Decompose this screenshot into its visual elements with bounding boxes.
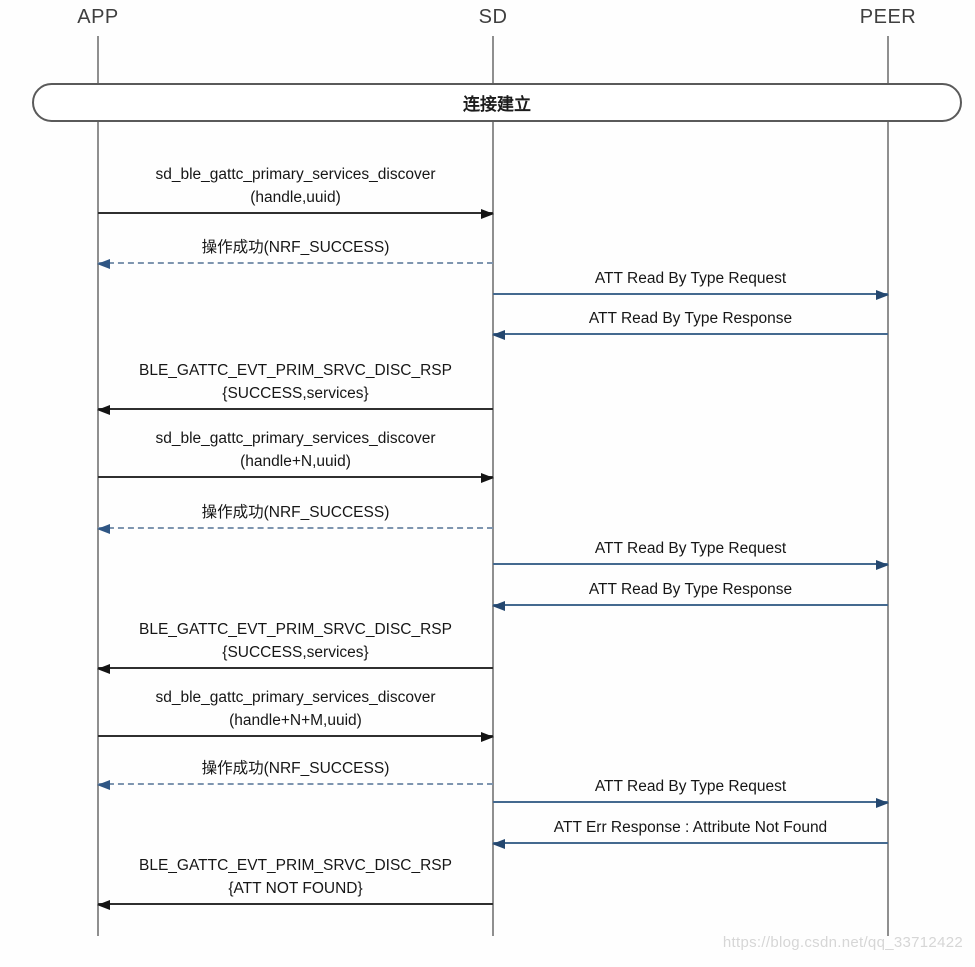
message-arrow [492, 601, 888, 611]
arrowhead-left-icon [492, 601, 505, 611]
message-arrow [98, 732, 494, 742]
message-label: 操作成功(NRF_SUCCESS) [201, 504, 390, 521]
connection-established-band: 连接建立 [32, 83, 962, 122]
arrowhead-left-icon [97, 780, 110, 790]
message-label: ATT Read By Type Request [594, 270, 787, 287]
message: sd_ble_gattc_primary_services_discover (… [98, 163, 494, 219]
message: ATT Err Response : Attribute Not Found [492, 816, 888, 849]
arrowhead-left-icon [97, 405, 110, 415]
arrowhead-right-icon [481, 473, 494, 483]
message-arrow [98, 209, 494, 219]
arrowhead-right-icon [876, 290, 889, 300]
lifeline-app [97, 36, 99, 936]
arrowhead-right-icon [876, 560, 889, 570]
message: BLE_GATTC_EVT_PRIM_SRVC_DISC_RSP {ATT NO… [97, 854, 493, 910]
message-arrow [97, 780, 493, 790]
message: ATT Read By Type Request [493, 267, 889, 300]
message: 操作成功(NRF_SUCCESS) [97, 757, 493, 790]
arrowhead-right-icon [876, 798, 889, 808]
message: BLE_GATTC_EVT_PRIM_SRVC_DISC_RSP {SUCCES… [97, 359, 493, 415]
message-label: BLE_GATTC_EVT_PRIM_SRVC_DISC_RSP {ATT NO… [139, 857, 452, 897]
message-arrow [97, 405, 493, 415]
participant-label-app: APP [77, 6, 119, 28]
message: BLE_GATTC_EVT_PRIM_SRVC_DISC_RSP {SUCCES… [97, 618, 493, 674]
arrowhead-left-icon [492, 330, 505, 340]
message-label: ATT Read By Type Response [588, 310, 793, 327]
message-arrow [493, 290, 889, 300]
lifeline-peer [887, 36, 889, 936]
participant-label-peer: PEER [859, 6, 917, 28]
message: ATT Read By Type Response [492, 307, 888, 340]
message-label: ATT Err Response : Attribute Not Found [553, 819, 828, 836]
message: sd_ble_gattc_primary_services_discover (… [98, 686, 494, 742]
message: 操作成功(NRF_SUCCESS) [97, 236, 493, 269]
message-label: 操作成功(NRF_SUCCESS) [201, 239, 390, 256]
csdn-watermark: https://blog.csdn.net/qq_33712422 [722, 934, 963, 951]
arrowhead-right-icon [481, 209, 494, 219]
arrowhead-left-icon [97, 524, 110, 534]
message: sd_ble_gattc_primary_services_discover (… [98, 427, 494, 483]
participant-label-sd: SD [478, 6, 508, 28]
message-label: ATT Read By Type Response [588, 581, 793, 598]
message-label: BLE_GATTC_EVT_PRIM_SRVC_DISC_RSP {SUCCES… [139, 362, 452, 402]
arrowhead-left-icon [97, 900, 110, 910]
message-arrow [97, 259, 493, 269]
message-label: sd_ble_gattc_primary_services_discover (… [155, 166, 436, 206]
lifeline-sd [492, 36, 494, 936]
message-arrow [493, 560, 889, 570]
message-label: 操作成功(NRF_SUCCESS) [201, 760, 390, 777]
message-label: BLE_GATTC_EVT_PRIM_SRVC_DISC_RSP {SUCCES… [139, 621, 452, 661]
message-arrow [493, 798, 889, 808]
message-label: ATT Read By Type Request [594, 540, 787, 557]
message-arrow [492, 330, 888, 340]
message-label: sd_ble_gattc_primary_services_discover (… [155, 689, 436, 729]
message-arrow [97, 900, 493, 910]
message-arrow [492, 839, 888, 849]
message: 操作成功(NRF_SUCCESS) [97, 501, 493, 534]
message-arrow [98, 473, 494, 483]
arrowhead-left-icon [492, 839, 505, 849]
message: ATT Read By Type Response [492, 578, 888, 611]
message-arrow [97, 524, 493, 534]
arrowhead-left-icon [97, 259, 110, 269]
arrowhead-left-icon [97, 664, 110, 674]
band-label: 连接建立 [463, 95, 531, 114]
message-label: sd_ble_gattc_primary_services_discover (… [155, 430, 436, 470]
message-label: ATT Read By Type Request [594, 778, 787, 795]
message: ATT Read By Type Request [493, 775, 889, 808]
message: ATT Read By Type Request [493, 537, 889, 570]
arrowhead-right-icon [481, 732, 494, 742]
message-arrow [97, 664, 493, 674]
